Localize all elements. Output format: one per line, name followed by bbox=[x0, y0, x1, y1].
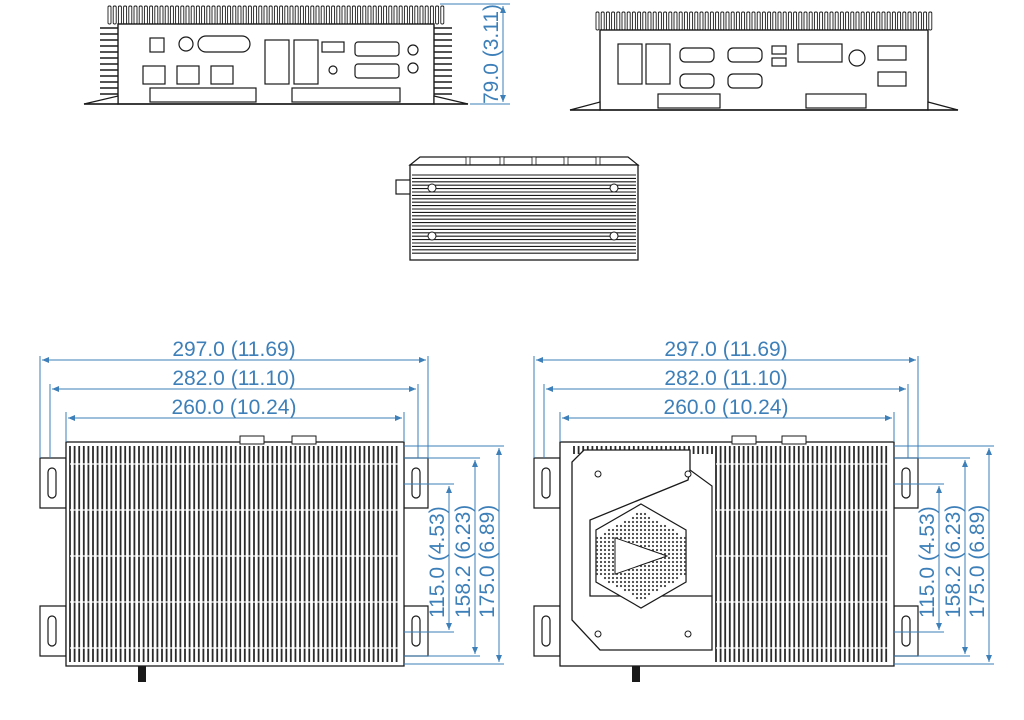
dim-overall-left: 297.0 (11.69) bbox=[172, 338, 295, 361]
height-label: 79.0 (3.11) bbox=[480, 4, 503, 104]
usb-a-1-icon bbox=[771, 45, 787, 55]
knob-icon bbox=[138, 666, 146, 682]
lan-port-1-icon bbox=[142, 65, 166, 85]
dc-jack-icon bbox=[149, 37, 165, 53]
dimension-labels-left: 297.0 (11.69) 282.0 (11.10) 260.0 (10.24… bbox=[172, 338, 499, 618]
rear-ports bbox=[617, 43, 907, 109]
terminal-block-2-icon bbox=[877, 71, 907, 87]
bracket-right-icon bbox=[291, 87, 401, 103]
usb-stack-1-icon bbox=[264, 39, 290, 85]
rear-bracket-right-icon bbox=[805, 93, 867, 109]
com-port-2-icon bbox=[727, 47, 763, 63]
lan-port-2-icon bbox=[176, 65, 200, 85]
front-side-fins bbox=[100, 27, 452, 95]
dimensions-left bbox=[39, 356, 504, 665]
dim-h175-right: 175.0 (6.89) bbox=[966, 505, 989, 618]
led-2-icon bbox=[407, 62, 419, 74]
dim-h115-left: 115.0 (4.53) bbox=[426, 506, 449, 618]
dim-mount-left: 282.0 (11.10) bbox=[172, 367, 295, 390]
led-3-icon bbox=[328, 65, 338, 75]
rear-panel-view bbox=[569, 11, 959, 111]
power-button-icon bbox=[178, 36, 194, 52]
top-view-right bbox=[533, 435, 919, 682]
bracket-left-icon bbox=[149, 87, 257, 103]
terminal-block-1-icon bbox=[877, 45, 907, 61]
dim-h158-left: 158.2 (6.23) bbox=[452, 505, 475, 618]
rear-usb-1-icon bbox=[617, 43, 643, 85]
left-mount-ears bbox=[39, 457, 429, 657]
com-port-1-icon bbox=[679, 47, 715, 63]
side-view bbox=[395, 156, 640, 261]
dim-h158-right: 158.2 (6.23) bbox=[942, 505, 965, 618]
slot-cover-icon bbox=[197, 35, 251, 53]
front-top-fins bbox=[107, 5, 445, 25]
fan-grille-hexagon bbox=[595, 503, 687, 609]
heatsink-fins-left bbox=[69, 446, 400, 662]
connector-tab-1 bbox=[239, 435, 265, 445]
dim-h175-left: 175.0 (6.89) bbox=[476, 505, 499, 618]
usb-stack-2-icon bbox=[293, 39, 319, 85]
dvi-port-1-icon bbox=[354, 41, 400, 57]
right-mount-ears bbox=[533, 457, 919, 657]
com-port-3-icon bbox=[679, 73, 715, 89]
rear-top-fins bbox=[595, 11, 933, 31]
heatsink-fins-right bbox=[573, 446, 890, 662]
lan-port-3-icon bbox=[210, 65, 234, 85]
rear-usb-2-icon bbox=[645, 43, 671, 85]
side-knob-icon bbox=[395, 179, 411, 195]
height-dimension: 79.0 (3.11) bbox=[440, 3, 510, 105]
connector-tab-2 bbox=[291, 435, 317, 445]
dim-overall-right: 297.0 (11.69) bbox=[664, 338, 787, 361]
ps2-port-icon bbox=[848, 49, 866, 67]
dimension-labels-right: 297.0 (11.69) 282.0 (11.10) 260.0 (10.24… bbox=[664, 338, 989, 618]
led-1-icon bbox=[407, 44, 419, 56]
dio-connector-icon bbox=[797, 43, 843, 63]
dvi-port-2-icon bbox=[354, 63, 400, 79]
usb-a-2-icon bbox=[771, 57, 787, 67]
dim-h115-right: 115.0 (4.53) bbox=[916, 506, 939, 618]
com-port-4-icon bbox=[727, 73, 763, 89]
front-panel-view: 79.0 (3.11) bbox=[83, 3, 510, 105]
dim-body-left: 260.0 (10.24) bbox=[172, 396, 297, 419]
top-view-left bbox=[39, 435, 429, 682]
rear-bracket-left-icon bbox=[657, 93, 721, 109]
displayport-icon bbox=[321, 41, 345, 53]
side-ribs bbox=[412, 174, 636, 254]
dim-mount-right: 282.0 (11.10) bbox=[664, 367, 787, 390]
dimensions-right bbox=[533, 356, 994, 665]
dim-body-right: 260.0 (10.24) bbox=[664, 396, 789, 419]
front-ports bbox=[142, 35, 419, 103]
